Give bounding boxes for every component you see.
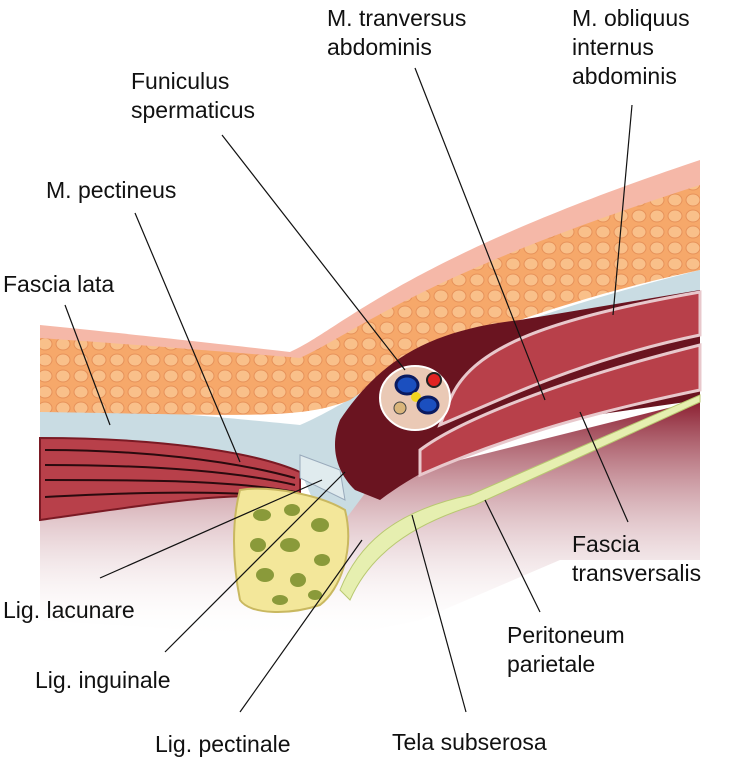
- label-m-obliquus: M. obliquus internus abdominis: [572, 4, 690, 91]
- obliquus-muscle: [437, 290, 702, 428]
- label-peritoneum: Peritoneum parietale: [507, 621, 625, 679]
- label-line: transversalis: [572, 560, 702, 586]
- leader-lines: [64, 67, 633, 713]
- transversus-muscle: [418, 343, 702, 478]
- label-tela-subserosa: Tela subserosa: [392, 729, 547, 755]
- label-m-pectineus: M. pectineus: [46, 177, 177, 203]
- label-line: abdominis: [327, 34, 432, 60]
- label-funiculus: Funiculus spermaticus: [131, 67, 255, 125]
- label-lig-inguinale: Lig. inguinale: [35, 667, 171, 693]
- label-fascia-transversalis: Fascia transversalis: [572, 530, 701, 588]
- label-line: Funiculus: [131, 68, 230, 94]
- label-lig-pectinale: Lig. pectinale: [155, 731, 291, 757]
- deep-tissue: [40, 400, 700, 640]
- label-line: internus: [572, 34, 654, 60]
- label-line: Peritoneum: [507, 622, 625, 648]
- peritoneum-layer: [339, 394, 701, 601]
- label-line: M. tranversus: [327, 5, 467, 31]
- label-line: abdominis: [572, 63, 677, 89]
- label-fascia-lata: Fascia lata: [3, 271, 115, 297]
- fat-layer: [40, 185, 700, 415]
- label-lig-lacunare: Lig. lacunare: [3, 597, 135, 623]
- lig-inguinale-shape: [299, 454, 346, 501]
- label-m-transversus: M. tranversus abdominis: [327, 4, 466, 62]
- label-line: Fascia: [572, 531, 640, 557]
- label-line: M. obliquus: [572, 5, 690, 31]
- funiculus-spermaticus: [379, 365, 451, 431]
- label-line: spermaticus: [131, 97, 255, 123]
- label-line: parietale: [507, 651, 596, 677]
